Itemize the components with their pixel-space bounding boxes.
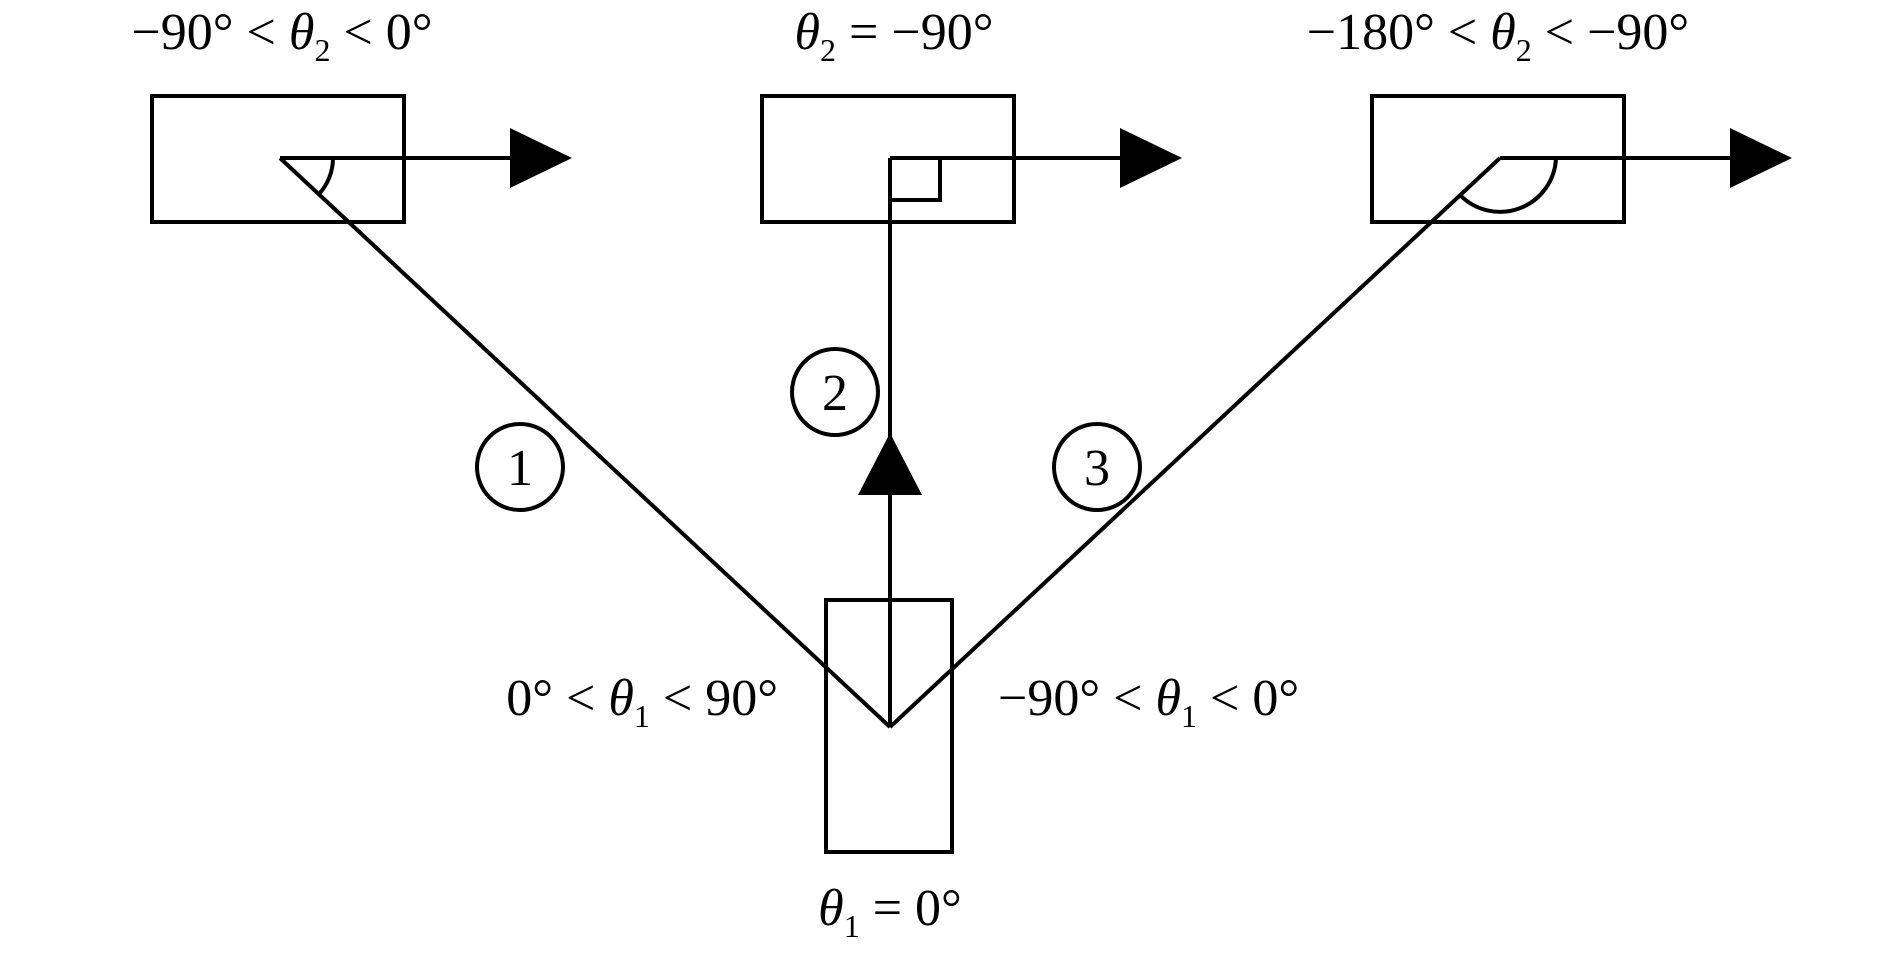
angle-arc-left (317, 157, 336, 196)
direction-arrow-middle (890, 128, 1182, 188)
path-number-3: 3 (1052, 422, 1142, 512)
right-angle-marker (890, 158, 942, 202)
label-bottom-right: −90° < θ1 < 0° (998, 670, 1299, 734)
label-bottom-left: 0° < θ1 < 90° (506, 670, 778, 734)
direction-arrow-left (280, 128, 572, 188)
label-top-middle: θ2 = −90° (795, 4, 994, 68)
label-top-right: −180° < θ2 < −90° (1307, 4, 1689, 68)
path-line-1 (278, 156, 892, 729)
label-bottom-center: θ1 = 0° (818, 880, 962, 944)
angle-arc-right (1458, 157, 1558, 214)
path-line-3 (888, 156, 1502, 729)
upward-arrowhead (858, 433, 922, 495)
svg-text:1: 1 (507, 440, 533, 497)
path-number-2: 2 (790, 347, 880, 437)
svg-text:3: 3 (1084, 440, 1110, 497)
direction-arrow-right (1500, 128, 1792, 188)
label-top-left: −90° < θ2 < 0° (131, 4, 432, 68)
path-number-1: 1 (475, 422, 565, 512)
svg-text:2: 2 (822, 365, 848, 422)
